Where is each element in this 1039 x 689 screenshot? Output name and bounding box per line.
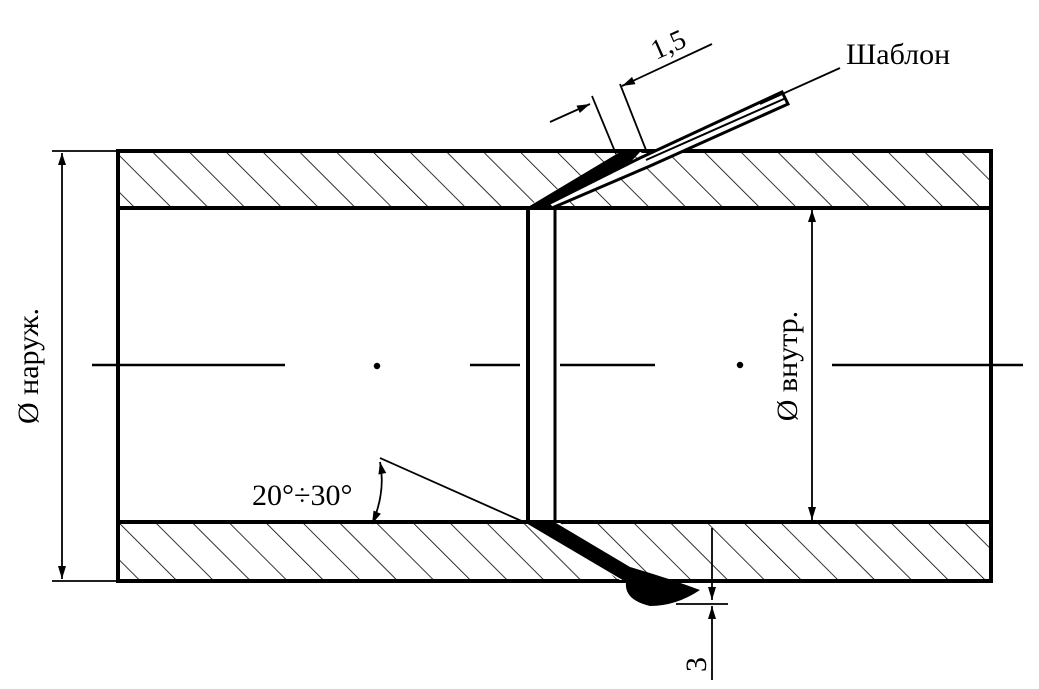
angle-dimension [371,457,527,525]
outer-diameter-dimension [52,150,116,582]
template-width-label: 1,5 [646,24,691,67]
weld-height-label: 3 [680,657,713,672]
inner-diameter-label: Ø внутр. [771,311,804,421]
center-line [92,361,1023,370]
template-tool [545,90,791,210]
outer-diameter-label: Ø наруж. [12,308,45,424]
bottom-pipe-wall [116,520,993,606]
template-width-dimension [549,43,713,155]
template-leader [759,67,841,105]
template-label: Шаблон [846,38,950,71]
angle-range-label: 20°÷30° [252,479,352,512]
weld-height-dimension [676,528,728,680]
joint-band [526,207,557,522]
